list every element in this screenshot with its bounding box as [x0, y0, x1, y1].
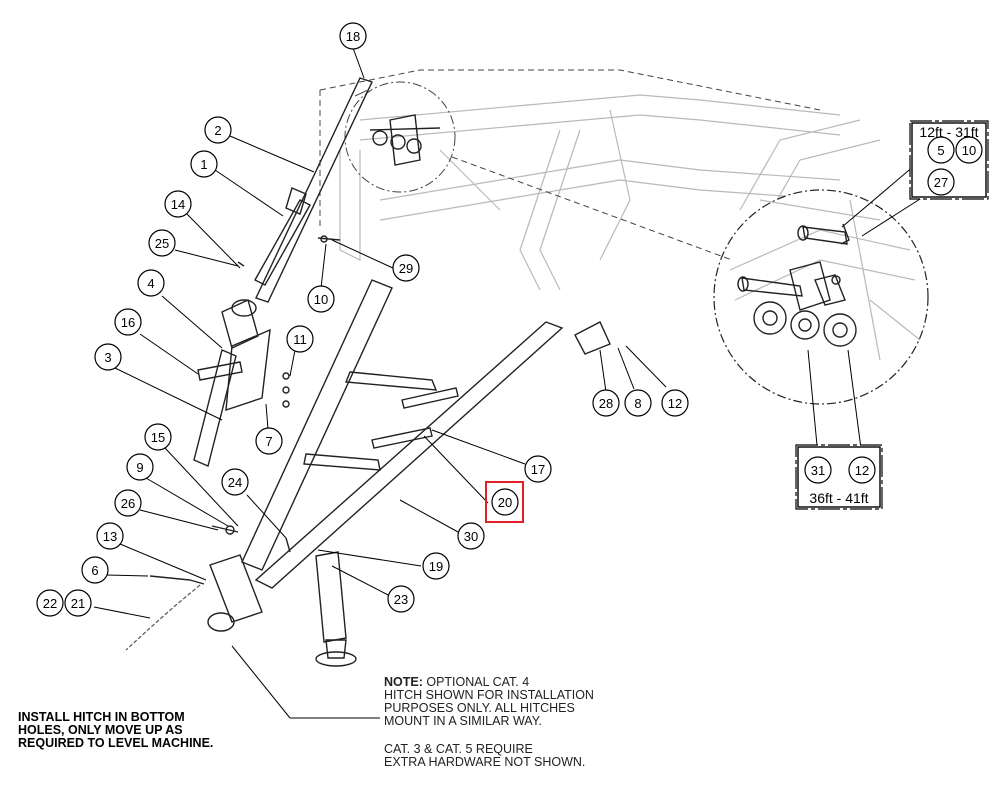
- balloon-23: 23: [387, 585, 415, 613]
- svg-text:12: 12: [668, 396, 682, 411]
- balloon-29: 29: [392, 254, 420, 282]
- balloon-6: 6: [81, 556, 109, 584]
- balloon-14: 14: [164, 190, 192, 218]
- note-body: OPTIONAL CAT. 4 HITCH SHOWN FOR INSTALLA…: [384, 675, 594, 728]
- exploded-parts: [193, 77, 373, 467]
- detail-magnifier: [713, 189, 929, 405]
- svg-text:5: 5: [937, 143, 944, 158]
- balloon-10: 10: [307, 285, 335, 313]
- svg-text:20: 20: [498, 495, 512, 510]
- balloon-18: 18: [339, 22, 367, 50]
- detail-box-bottom-label: 36ft - 41ft: [809, 490, 868, 506]
- svg-text:10: 10: [314, 292, 328, 307]
- svg-text:24: 24: [228, 475, 242, 490]
- svg-text:31: 31: [811, 463, 825, 478]
- svg-text:17: 17: [531, 462, 545, 477]
- svg-text:10: 10: [962, 143, 976, 158]
- svg-text:21: 21: [71, 596, 85, 611]
- svg-text:6: 6: [91, 563, 98, 578]
- balloon-7: 7: [255, 427, 283, 455]
- svg-text:1: 1: [200, 157, 207, 172]
- svg-text:27: 27: [934, 175, 948, 190]
- svg-text:28: 28: [599, 396, 613, 411]
- note-label: NOTE:: [384, 675, 423, 689]
- machine-frame: [319, 69, 881, 291]
- balloon-22: 22: [36, 589, 64, 617]
- balloon-12: 12: [661, 389, 689, 417]
- svg-text:9: 9: [136, 460, 143, 475]
- balloon-27: 27: [927, 168, 955, 196]
- optional-hitch-note: NOTE: OPTIONAL CAT. 4 HITCH SHOWN FOR IN…: [384, 676, 594, 728]
- balloon-13: 13: [96, 522, 124, 550]
- svg-text:30: 30: [464, 529, 478, 544]
- balloon-26: 26: [114, 489, 142, 517]
- leader-lines: [93, 47, 932, 719]
- svg-text:15: 15: [151, 430, 165, 445]
- svg-text:4: 4: [147, 276, 154, 291]
- svg-text:22: 22: [43, 596, 57, 611]
- svg-text:14: 14: [171, 197, 185, 212]
- svg-text:13: 13: [103, 529, 117, 544]
- balloon-11: 11: [286, 325, 314, 353]
- balloon-4: 4: [137, 269, 165, 297]
- balloon-24: 24: [221, 468, 249, 496]
- svg-text:19: 19: [429, 559, 443, 574]
- svg-text:7: 7: [265, 434, 272, 449]
- svg-text:26: 26: [121, 496, 135, 511]
- balloon-3: 3: [94, 343, 122, 371]
- balloon-5: 5: [927, 136, 955, 164]
- svg-text:29: 29: [399, 261, 413, 276]
- balloon-20-highlighted: 20: [485, 481, 524, 523]
- balloon-9: 9: [126, 453, 154, 481]
- svg-text:16: 16: [121, 315, 135, 330]
- svg-text:23: 23: [394, 592, 408, 607]
- balloon-1: 1: [190, 150, 218, 178]
- balloon-16: 16: [114, 308, 142, 336]
- svg-text:25: 25: [155, 236, 169, 251]
- svg-text:12: 12: [855, 463, 869, 478]
- balloon-28: 28: [592, 389, 620, 417]
- balloon-15: 15: [144, 423, 172, 451]
- balloon-12-detail: 12: [848, 456, 876, 484]
- extra-hardware-note: CAT. 3 & CAT. 5 REQUIRE EXTRA HARDWARE N…: [384, 742, 586, 769]
- balloon-10-detail: 10: [955, 136, 983, 164]
- mount-bracket-small: [369, 114, 441, 166]
- svg-text:18: 18: [346, 29, 360, 44]
- detail-origin-circle: [344, 81, 456, 193]
- balloon-8: 8: [624, 389, 652, 417]
- detail-projection-line: [451, 156, 733, 261]
- svg-text:8: 8: [634, 396, 641, 411]
- svg-text:11: 11: [293, 332, 307, 347]
- svg-text:2: 2: [214, 123, 221, 138]
- balloon-30: 30: [457, 522, 485, 550]
- balloon-19: 19: [422, 552, 450, 580]
- balloon-17: 17: [524, 455, 552, 483]
- hitch-frame: [125, 279, 611, 667]
- install-hitch-note: INSTALL HITCH IN BOTTOM HOLES, ONLY MOVE…: [18, 710, 214, 750]
- balloon-31: 31: [804, 456, 832, 484]
- svg-text:3: 3: [104, 350, 111, 365]
- balloon-2: 2: [204, 116, 232, 144]
- detail-box-top-label: 12ft - 31ft: [919, 124, 978, 140]
- balloon-21: 21: [64, 589, 92, 617]
- balloon-25: 25: [148, 229, 176, 257]
